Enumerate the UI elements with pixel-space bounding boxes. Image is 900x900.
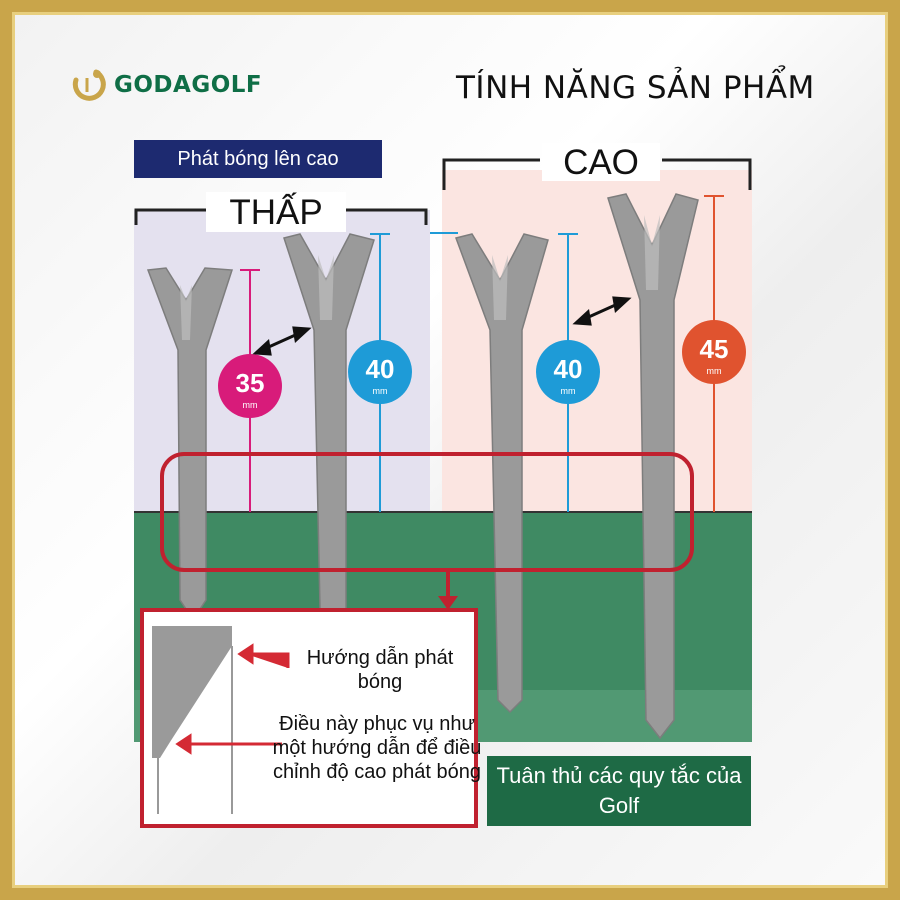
- low-bracket: [134, 208, 428, 225]
- golf-rules-box: Tuân thủ các quy tắc của Golf: [487, 756, 751, 826]
- measure-badge-40-low: 40 mm: [348, 340, 412, 404]
- high-bracket: [442, 158, 752, 190]
- measure-badge-40-high: 40 mm: [536, 340, 600, 404]
- svg-text:mm: mm: [707, 366, 722, 376]
- svg-text:mm: mm: [373, 386, 388, 396]
- launch-high-badge: Phát bóng lên cao: [134, 140, 382, 178]
- label-low: THẤP: [206, 192, 346, 232]
- tee-45: [607, 193, 699, 740]
- tee-detail: [152, 626, 232, 758]
- callout-height-adjust: Điều này phục vụ như một hướng dẫn để đi…: [272, 713, 482, 783]
- measure-badge-45: 45 mm: [682, 320, 746, 384]
- svg-text:mm: mm: [561, 386, 576, 396]
- svg-text:35: 35: [236, 368, 265, 398]
- logo: GODAGOLF: [70, 66, 262, 104]
- label-high: CAO: [542, 143, 660, 182]
- gap-arrow-icon: [252, 296, 632, 356]
- measure-badge-35: 35 mm: [218, 354, 282, 418]
- highlight-box: [160, 452, 694, 572]
- page-title: TÍNH NĂNG SẢN PHẨM: [456, 70, 815, 106]
- svg-text:mm: mm: [243, 400, 258, 410]
- svg-text:40: 40: [366, 354, 395, 384]
- brand-name: GODAGOLF: [114, 72, 263, 98]
- tee-40-high: [455, 233, 549, 714]
- callout-tee-guide: Hướng dẫn phát bóng: [306, 647, 454, 693]
- tee-40-low: [283, 233, 375, 714]
- svg-text:45: 45: [700, 334, 729, 364]
- svg-text:40: 40: [554, 354, 583, 384]
- golf-logo-icon: [72, 69, 106, 101]
- pointer-arrow-icon: [175, 643, 290, 755]
